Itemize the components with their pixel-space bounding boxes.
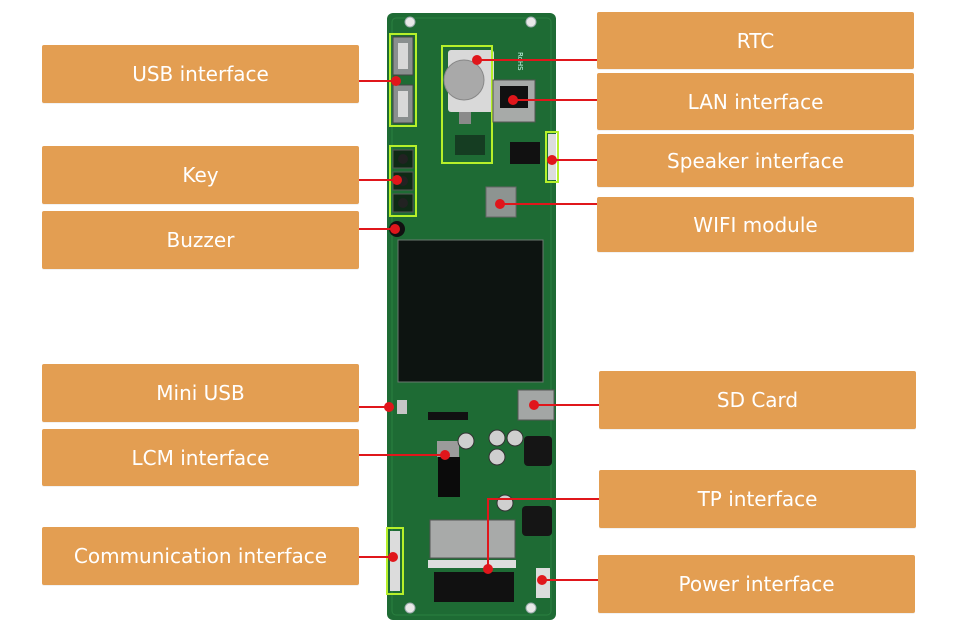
tp-fpc bbox=[434, 572, 514, 602]
dot-tp-icon bbox=[483, 564, 493, 574]
mounting-hole-icon bbox=[404, 602, 416, 614]
lcd-panel bbox=[397, 239, 544, 383]
label-sd-card: SD Card bbox=[599, 371, 916, 429]
label-mini-usb: Mini USB bbox=[42, 364, 359, 422]
inductor bbox=[522, 506, 552, 536]
dot-sd-card-icon bbox=[529, 400, 539, 410]
dot-buzzer-icon bbox=[390, 224, 400, 234]
lcm-ic bbox=[438, 457, 460, 497]
leader-tp bbox=[487, 498, 599, 569]
ic-chip bbox=[510, 142, 540, 164]
mini-usb-port bbox=[397, 400, 407, 414]
label-power-interface: Power interface bbox=[598, 555, 915, 613]
pcb-edge-trace bbox=[391, 17, 552, 616]
label-key: Key bbox=[42, 146, 359, 204]
label-lan-interface: LAN interface bbox=[597, 73, 914, 130]
dot-speaker-icon bbox=[547, 155, 557, 165]
label-usb-interface: USB interface bbox=[42, 45, 359, 103]
label-rtc: RTC bbox=[597, 12, 914, 69]
dot-communication-icon bbox=[388, 552, 398, 562]
inductor bbox=[524, 436, 552, 466]
rtc-highlight bbox=[441, 45, 493, 164]
dot-key-icon bbox=[392, 175, 402, 185]
tp-connector-latch bbox=[428, 560, 516, 568]
dot-wifi-icon bbox=[495, 199, 505, 209]
label-buzzer: Buzzer bbox=[42, 211, 359, 269]
dot-rtc-icon bbox=[472, 55, 482, 65]
rohs-marking: RoHS bbox=[516, 52, 524, 71]
leader-lines bbox=[359, 59, 599, 581]
mounting-hole-icon bbox=[525, 602, 537, 614]
mounting-hole-icon bbox=[404, 16, 416, 28]
label-wifi-module: WIFI module bbox=[597, 197, 914, 252]
pin-header bbox=[428, 412, 468, 420]
dot-mini-usb-icon bbox=[384, 402, 394, 412]
mounting-hole-icon bbox=[525, 16, 537, 28]
label-tp-interface: TP interface bbox=[599, 470, 916, 528]
rtc-battery bbox=[443, 50, 494, 155]
label-communication-interface: Communication interface bbox=[42, 527, 359, 585]
leader-dots bbox=[384, 55, 557, 585]
label-lcm-interface: LCM interface bbox=[42, 429, 359, 486]
comm-highlight bbox=[386, 527, 404, 595]
speaker-highlight bbox=[545, 131, 559, 183]
label-speaker-interface: Speaker interface bbox=[597, 134, 914, 187]
tp-connector bbox=[429, 519, 516, 559]
dot-usb-icon bbox=[391, 76, 401, 86]
dot-lcm-icon bbox=[440, 450, 450, 460]
dot-lan-icon bbox=[508, 95, 518, 105]
usb-ports bbox=[392, 36, 414, 124]
dot-power-icon bbox=[537, 575, 547, 585]
keys bbox=[392, 149, 414, 213]
